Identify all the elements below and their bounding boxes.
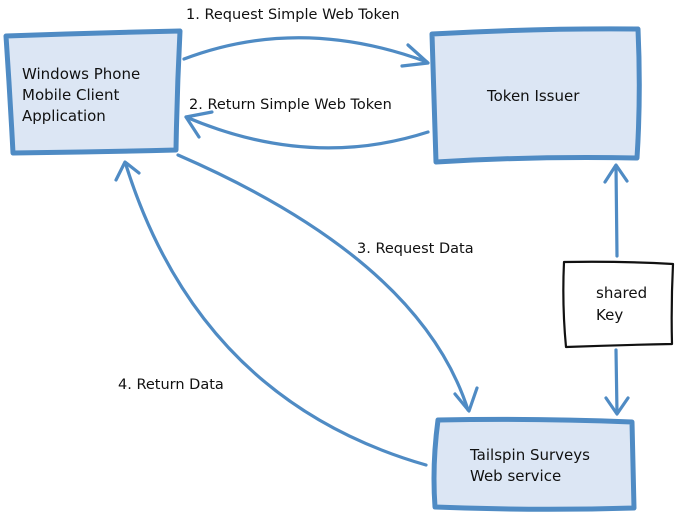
node-shared-key[interactable]: shared Key [562, 260, 675, 349]
arrow-key-to-issuer [614, 164, 619, 258]
node-token-issuer[interactable]: Token Issuer [429, 26, 642, 165]
edge-request-token: 1. Request Simple Web Token [182, 7, 430, 68]
edge-label-request-data: 3. Request Data [357, 241, 474, 257]
arrow-key-to-service [614, 348, 619, 415]
node-client[interactable]: Windows Phone Mobile Client Application [3, 28, 183, 156]
edge-return-data: 4. Return Data [114, 160, 428, 467]
edge-key-to-issuer [603, 163, 629, 258]
arrowhead-return-token [184, 110, 214, 139]
arrow-return-data [124, 163, 428, 467]
issuer-label: Token Issuer [486, 87, 580, 105]
arrow-return-token [184, 115, 430, 150]
node-web-service[interactable]: Tailspin Surveys Web service [431, 416, 637, 512]
client-label: Windows Phone Mobile Client Application [22, 65, 145, 125]
key-label: shared Key [596, 284, 652, 324]
edge-key-to-service [604, 348, 630, 416]
edge-return-token: 2. Return Simple Web Token [184, 97, 430, 150]
edge-request-data: 3. Request Data [176, 153, 479, 413]
edge-label-request-token: 1. Request Simple Web Token [186, 7, 400, 23]
arrowhead-return-data [114, 160, 141, 182]
arrowhead-key-to-issuer [603, 163, 629, 184]
arrowhead-request-data [453, 386, 479, 413]
arrowhead-key-to-service [604, 396, 630, 416]
arrow-request-token [182, 36, 429, 64]
edge-label-return-data: 4. Return Data [118, 377, 224, 393]
arrowhead-request-token [400, 43, 430, 68]
arrow-request-data [176, 153, 470, 412]
service-label: Tailspin Surveys Web service [469, 446, 595, 485]
edge-label-return-token: 2. Return Simple Web Token [189, 97, 392, 113]
